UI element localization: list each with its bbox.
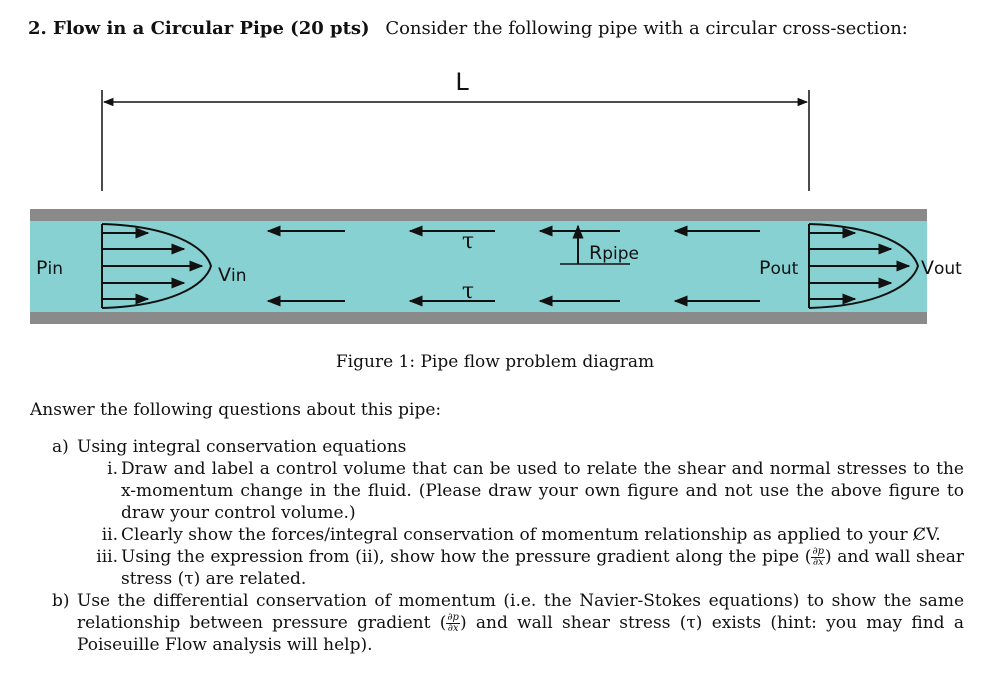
inlet-velocity-profile xyxy=(101,223,213,309)
question-b-label: b) xyxy=(52,591,70,611)
pressure-gradient-fraction-b: ∂p∂x xyxy=(446,612,460,634)
pipe-bottom-wall xyxy=(30,312,927,324)
question-a-iii: iii. Using the expression from (ii), sho… xyxy=(86,546,964,590)
v-in-label: Vin xyxy=(218,264,247,286)
r-pipe-label: Rpipe xyxy=(589,242,639,264)
question-a-i: i. Draw and label a control volume that … xyxy=(86,458,964,524)
figure-caption: Figure 1: Pipe flow problem diagram xyxy=(335,352,655,372)
question-list: a) Using integral conservation equations… xyxy=(52,436,964,656)
question-a-text: Using integral conservation equations xyxy=(77,437,407,457)
problem-intro: Consider the following pipe with a circu… xyxy=(385,18,908,39)
tau-label-top: τ xyxy=(462,229,474,254)
question-a-ii-text: Clearly show the forces/integral conserv… xyxy=(121,525,941,545)
pipe-flow-diagram: L τ τ Pin Vin Rpipe xyxy=(30,68,962,324)
question-a-iii-text: Using the expression from (ii), show how… xyxy=(121,546,964,590)
pressure-gradient-fraction: ∂p∂x xyxy=(811,546,826,568)
problem-heading: 2. Flow in a Circular Pipe (20 pts) Cons… xyxy=(28,18,908,39)
p-out-label: Pout xyxy=(759,257,799,279)
question-a-label: a) xyxy=(52,437,69,457)
question-a-ii-label: ii. xyxy=(101,525,118,545)
question-a: a) Using integral conservation equations… xyxy=(52,436,964,590)
p-in-label: Pin xyxy=(36,257,63,279)
question-a-ii: ii. Clearly show the forces/integral con… xyxy=(86,524,964,546)
shear-stress-arrows xyxy=(266,225,760,307)
question-a-i-text: Draw and label a control volume that can… xyxy=(121,459,964,523)
problem-title: 2. Flow in a Circular Pipe (20 pts) xyxy=(28,18,370,39)
pipe-top-wall xyxy=(30,209,927,221)
question-a-iii-label: iii. xyxy=(96,547,118,567)
length-label: L xyxy=(455,68,469,96)
question-a-i-label: i. xyxy=(107,459,118,479)
v-out-label: Vout xyxy=(921,257,962,279)
question-b: b) Use the differential conservation of … xyxy=(52,590,964,656)
outlet-velocity-profile xyxy=(808,223,920,309)
tau-label-bottom: τ xyxy=(462,279,474,304)
question-b-text: Use the differential conservation of mom… xyxy=(77,591,964,655)
answer-intro: Answer the following questions about thi… xyxy=(30,400,442,420)
